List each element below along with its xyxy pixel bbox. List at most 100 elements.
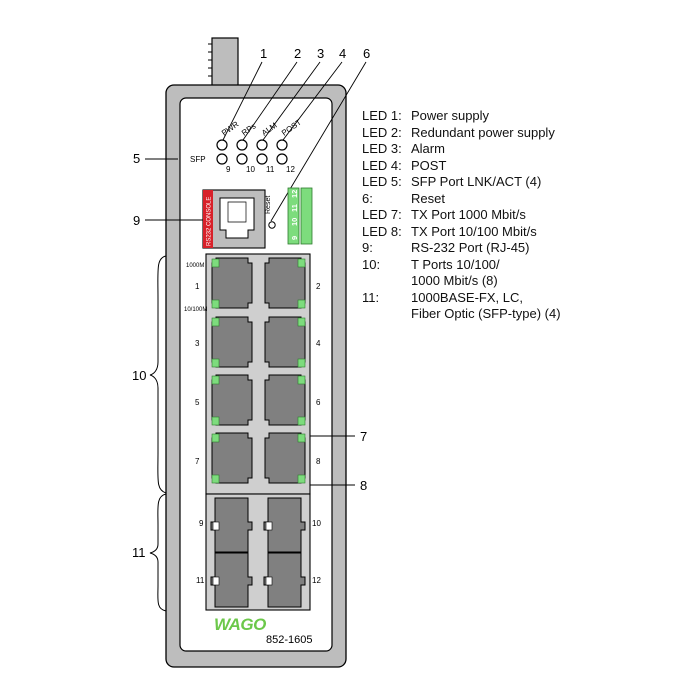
fiber-num-9: 9 — [199, 519, 204, 528]
rj45-port[interactable] — [211, 432, 253, 484]
legend-key: 6: — [362, 190, 373, 206]
console-jack — [219, 197, 255, 239]
sfp-port[interactable] — [263, 497, 306, 553]
tp-ports — [211, 257, 306, 484]
legend-value: Redundant power supply — [411, 124, 555, 140]
legend-key: 10: — [362, 256, 381, 272]
legend-row: LED 7:TX Port 1000 Mbit/s — [362, 207, 561, 224]
legend-key: LED 8: — [362, 223, 402, 239]
led-alm — [256, 139, 268, 151]
legend-key: LED 4: — [362, 157, 402, 173]
reset-button[interactable] — [268, 221, 276, 229]
indicator-num-9: 9 — [290, 236, 299, 240]
legend-value: SFP Port LNK/ACT (4) — [411, 174, 542, 189]
port-num-8: 8 — [316, 457, 321, 466]
port-num-2: 2 — [316, 282, 321, 291]
console-jack-inner — [227, 201, 247, 223]
legend-value: POST — [411, 157, 447, 173]
top-callout-lines — [145, 61, 367, 486]
rj45-port[interactable] — [211, 316, 253, 368]
callout-2: 2 — [294, 46, 301, 61]
port-num-1: 1 — [195, 282, 200, 291]
sfp-port[interactable] — [210, 497, 253, 553]
legend-key: LED 1: — [362, 108, 402, 123]
legend-key — [362, 306, 411, 323]
legend-value: Reset — [411, 190, 445, 206]
legend-row: LED 3:Alarm — [362, 141, 561, 158]
speed-label-1000m: 1000M — [186, 263, 204, 269]
port-led-1000 — [297, 433, 306, 443]
legend-value: Fiber Optic (SFP-type) (4) — [411, 306, 561, 321]
indicator-num-11: 11 — [290, 204, 299, 212]
clip-ridges — [208, 43, 212, 77]
port-led-1000 — [297, 317, 306, 327]
legend-key: LED 7: — [362, 207, 402, 222]
legend-row: LED 1: Power supply — [362, 108, 561, 125]
sfp-led-num-12: 12 — [286, 165, 295, 174]
console-red-strip — [203, 190, 213, 248]
sfp-port[interactable] — [263, 552, 306, 608]
legend-key: LED 3: — [362, 141, 402, 156]
side-callouts: 5 9 10 11 7 8 — [132, 151, 367, 560]
port-led-10-100 — [211, 358, 220, 368]
model-number: 852-1605 — [266, 634, 313, 646]
rj45-port[interactable] — [264, 316, 306, 368]
callout-8: 8 — [360, 478, 367, 493]
top-leds — [216, 139, 288, 165]
led-sfp-10 — [236, 153, 248, 165]
legend-value: TX Port 10/100 Mbit/s — [411, 223, 537, 239]
fiber-num-12: 12 — [312, 576, 321, 585]
fiber-num-11: 11 — [196, 576, 205, 585]
callout-10: 10 — [132, 368, 146, 383]
sfp-latch — [212, 521, 220, 531]
indicator-num-10: 10 — [290, 218, 299, 226]
port-num-7: 7 — [195, 457, 200, 466]
brace-tports — [149, 255, 167, 494]
legend-row: 1000 Mbit/s (8) — [362, 273, 561, 290]
console-label: RS232 CONSOLE — [207, 197, 213, 246]
legend-value: T Ports 10/100/ — [411, 256, 500, 272]
port-num-6: 6 — [316, 398, 321, 407]
legend-row: 11: 1000BASE-FX, LC, — [362, 290, 561, 307]
legend-key: 9: — [362, 240, 373, 255]
rj45-port[interactable] — [211, 257, 253, 309]
legend-value: Power supply — [411, 108, 490, 123]
port-led-10-100 — [211, 299, 220, 309]
port-led-10-100 — [297, 299, 306, 309]
legend-key: LED 5: — [362, 174, 402, 189]
sfp-led-num-10: 10 — [246, 165, 255, 174]
legend-key: LED 2: — [362, 124, 402, 140]
sfp-port[interactable] — [210, 552, 253, 608]
legend-value: 1000BASE-FX, LC, — [411, 289, 523, 305]
top-callouts: 1 2 3 4 6 — [260, 46, 370, 61]
port-led-10-100 — [211, 416, 220, 426]
legend-key: 11: — [362, 289, 380, 305]
port-num-4: 4 — [316, 339, 321, 348]
callout-9: 9 — [133, 213, 140, 228]
callout-5: 5 — [133, 151, 140, 166]
din-rail-clip — [211, 37, 239, 87]
port-num-5: 5 — [195, 398, 200, 407]
tp-port-numbers: 1 3 5 7 2 4 6 8 — [195, 282, 321, 466]
indicator-num-12: 12 — [290, 190, 299, 198]
legend-row: 9: RS-232 Port (RJ-45) — [362, 240, 561, 257]
led-rps — [236, 139, 248, 151]
speed-label-10-100m: 10/100M — [184, 307, 207, 313]
rj45-port[interactable] — [264, 257, 306, 309]
legend-row: LED 5: SFP Port LNK/ACT (4) — [362, 174, 561, 191]
legend-value: 1000 Mbit/s (8) — [411, 273, 498, 288]
led-sfp-9 — [216, 153, 228, 165]
legend-key — [362, 273, 411, 290]
reset-label: Reset — [265, 196, 272, 214]
rj45-port[interactable] — [264, 432, 306, 484]
legend-value: RS-232 Port (RJ-45) — [411, 240, 530, 255]
side-sfp-indicators: 9 10 11 12 — [287, 187, 313, 245]
legend-row: 10: T Ports 10/100/ — [362, 257, 561, 274]
callout-1: 1 — [260, 46, 267, 61]
rj45-port[interactable] — [264, 374, 306, 426]
rj45-port[interactable] — [211, 374, 253, 426]
port-led-1000 — [211, 375, 220, 385]
fiber-ports — [210, 497, 306, 608]
port-led-1000 — [211, 433, 220, 443]
